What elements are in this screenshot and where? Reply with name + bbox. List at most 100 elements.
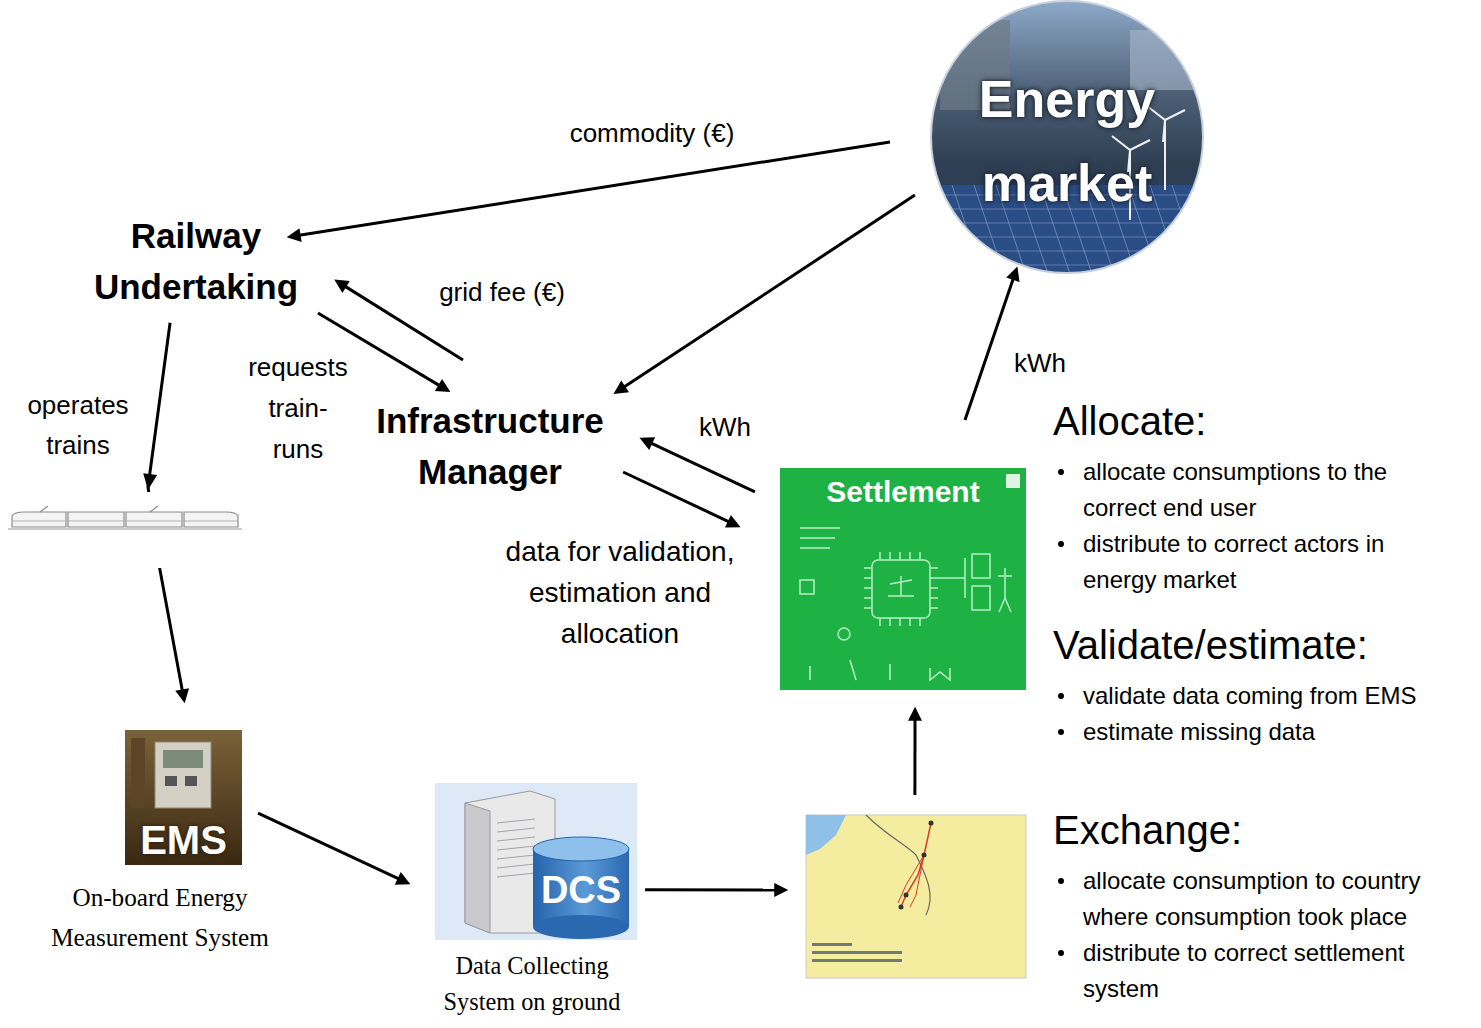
- doc-icon: [972, 586, 990, 610]
- meter-display: [163, 750, 203, 768]
- train-car: [126, 512, 182, 527]
- arrow-connector: [619, 195, 915, 391]
- bullet-item: estimate missing data: [1053, 714, 1423, 750]
- meter-panel: [155, 742, 211, 808]
- section-heading: Exchange:: [1053, 807, 1423, 853]
- bullet-item: allocate consumptions to the correct end…: [1053, 454, 1423, 526]
- train-car: [184, 512, 238, 527]
- server-side: [465, 803, 490, 933]
- section-heading: Validate/estimate:: [1053, 622, 1423, 668]
- panel-line: [930, 223, 1204, 224]
- server-slot: [497, 819, 535, 823]
- arrow-connector: [645, 440, 755, 492]
- server-slot: [497, 837, 535, 841]
- actor-label: Railway Undertaking: [76, 210, 316, 312]
- settlement-box: SettlementAllocate:allocate consumptions…: [780, 468, 1026, 690]
- chip-pin: [930, 567, 938, 569]
- doc-icon: [972, 554, 990, 578]
- actor-label: Infrastructure Manager: [355, 395, 625, 497]
- pantograph: [150, 506, 158, 512]
- scale-icon: [888, 576, 914, 596]
- side-column: Exchange: allocate consumption to country…: [1053, 807, 1423, 1007]
- chip-pin: [930, 607, 938, 609]
- arrow-connector: [645, 888, 782, 891]
- panel-line: [930, 237, 1204, 238]
- dot-icon: [838, 628, 850, 640]
- station-dot: [904, 893, 909, 898]
- bullet-item: validate data coming from EMS: [1053, 678, 1423, 714]
- map-legend-bar: [812, 943, 852, 946]
- cabinet-edge: [131, 738, 145, 808]
- meter-button: [185, 776, 197, 786]
- icon-caption: Data Collecting System on ground: [422, 948, 642, 1020]
- train-car: [68, 512, 124, 527]
- rail-line: [8, 528, 242, 529]
- train-ground: [8, 502, 244, 534]
- actor-name: Railway Undertaking: [76, 210, 316, 312]
- arrow-connector: [623, 472, 735, 525]
- chip-pin: [879, 552, 881, 560]
- box-title: Settlement: [780, 474, 1026, 510]
- panel-line: [1172, 185, 1202, 274]
- chip-pin: [930, 587, 938, 589]
- chip-pin: [864, 597, 872, 599]
- market-circle: Energy market: [930, 0, 1204, 274]
- ems-photo: EMSOn-board Energy Measurement System: [125, 730, 242, 865]
- chip-icon: [872, 560, 930, 618]
- panel-line: [930, 251, 1204, 252]
- bullet-item: allocate consumption to country where co…: [1053, 863, 1423, 935]
- dcs-icon: DCSData Collecting System on ground: [435, 783, 637, 940]
- flow-line: [800, 528, 965, 598]
- db-top: [533, 837, 629, 861]
- actor-name: Infrastructure Manager: [355, 395, 625, 497]
- station-dot: [899, 905, 904, 910]
- train-picture: [8, 502, 244, 534]
- edge-label: operates trains: [16, 385, 140, 465]
- db-bottom: [533, 915, 629, 939]
- market-outline: [931, 1, 1203, 273]
- panel-line: [930, 265, 1204, 266]
- icon-label: DCS: [533, 869, 629, 911]
- arrow-connector: [293, 142, 890, 236]
- panel-line: [1150, 185, 1180, 274]
- server-slot: [497, 864, 535, 868]
- person-icon: [998, 568, 1012, 612]
- edge-label: commodity (€): [542, 116, 762, 150]
- map-legend-bar: [812, 959, 902, 962]
- chip-pin: [889, 618, 891, 626]
- meter-icon: [800, 580, 814, 594]
- server-slot: [497, 846, 535, 850]
- chip-pin: [864, 577, 872, 579]
- edge-label: kWh: [1000, 346, 1080, 380]
- corner-icon: [1006, 474, 1020, 488]
- chip-pin: [930, 577, 938, 579]
- circle-shape: [930, 0, 1204, 274]
- chip-pin: [899, 618, 901, 626]
- train-car: [12, 512, 66, 527]
- arrow-connector: [913, 713, 916, 795]
- map-ground: [806, 815, 1026, 978]
- station-dot: [929, 821, 934, 826]
- panel-line: [1194, 185, 1224, 274]
- server-slot: [497, 873, 535, 877]
- pantograph: [40, 506, 48, 512]
- side-column: Allocate:allocate consumptions to the co…: [1053, 398, 1423, 750]
- arrow-connector: [258, 813, 405, 882]
- arrow-head: [143, 473, 157, 490]
- sea-area: [806, 815, 846, 855]
- chip-pin: [909, 552, 911, 560]
- photo-ground: [125, 730, 242, 865]
- train-stripe: [12, 520, 238, 521]
- chip-pin: [864, 567, 872, 569]
- chip-pin: [909, 618, 911, 626]
- map-picture: Exchange:allocate consumption to country…: [806, 815, 1026, 978]
- chip-pin: [919, 552, 921, 560]
- meter-button: [165, 776, 177, 786]
- bullet-item: distribute to correct actors in energy m…: [1053, 526, 1423, 598]
- chip-pin: [919, 618, 921, 626]
- icon-ground: [435, 783, 637, 940]
- server-slot: [497, 828, 535, 832]
- chip-pin: [864, 587, 872, 589]
- edge-label: data for validation, estimation and allo…: [475, 531, 765, 654]
